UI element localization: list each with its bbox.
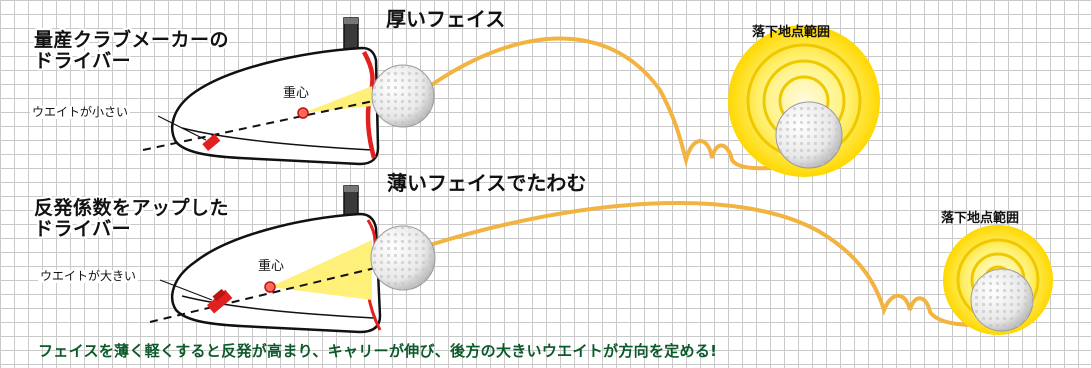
bottom-weight-label: ウエイトが大きい	[38, 269, 139, 284]
top-title: 量産クラブメーカーの ドライバー	[34, 29, 230, 73]
bottom-title-line2: ドライバー	[34, 218, 132, 241]
top-landing-label: 落下地点範囲	[752, 25, 831, 40]
top-club-head	[171, 46, 380, 166]
top-cg-dot	[297, 107, 309, 119]
bottom-title: 反発係数をアップした ドライバー	[34, 197, 230, 241]
top-dashed-axis	[142, 99, 379, 151]
bottom-face-label: 薄いフェイスでたわむ	[387, 171, 587, 195]
top-impact-cone	[303, 86, 372, 113]
bottom-dashed-axis	[149, 261, 401, 323]
footer-caption: フェイスを薄く軽くすると反発が高まり、キャリーが伸び、後方の大きいウエイトが方向…	[38, 342, 718, 360]
bottom-weight-large	[206, 288, 233, 314]
bottom-title-line1: 反発係数をアップした	[34, 197, 230, 219]
top-driver-group	[142, 17, 880, 177]
top-cg-label: 重心	[283, 86, 310, 101]
bottom-impact-cone	[270, 240, 372, 300]
bottom-trajectory	[429, 201, 1001, 327]
bottom-ball-at-face	[370, 225, 436, 291]
bottom-landing-label: 落下地点範囲	[941, 211, 1020, 226]
bottom-cg-label: 重心	[258, 259, 285, 274]
bottom-weight-pointer	[159, 279, 213, 301]
top-title-line1: 量産クラブメーカーの	[34, 29, 230, 51]
top-weight-small	[202, 133, 221, 151]
top-title-line2: ドライバー	[34, 50, 132, 73]
bottom-ball-landed	[970, 268, 1034, 332]
top-trajectory	[428, 36, 806, 171]
top-face-label: 厚いフェイス	[386, 7, 506, 31]
top-weight-label: ウエイトが小さい	[30, 105, 131, 120]
top-ball-at-face	[371, 64, 435, 128]
top-weight-pointer	[157, 115, 207, 141]
bottom-driver-group	[149, 185, 1053, 335]
top-ball-landed	[775, 101, 843, 169]
bottom-cg-dot	[264, 281, 276, 293]
